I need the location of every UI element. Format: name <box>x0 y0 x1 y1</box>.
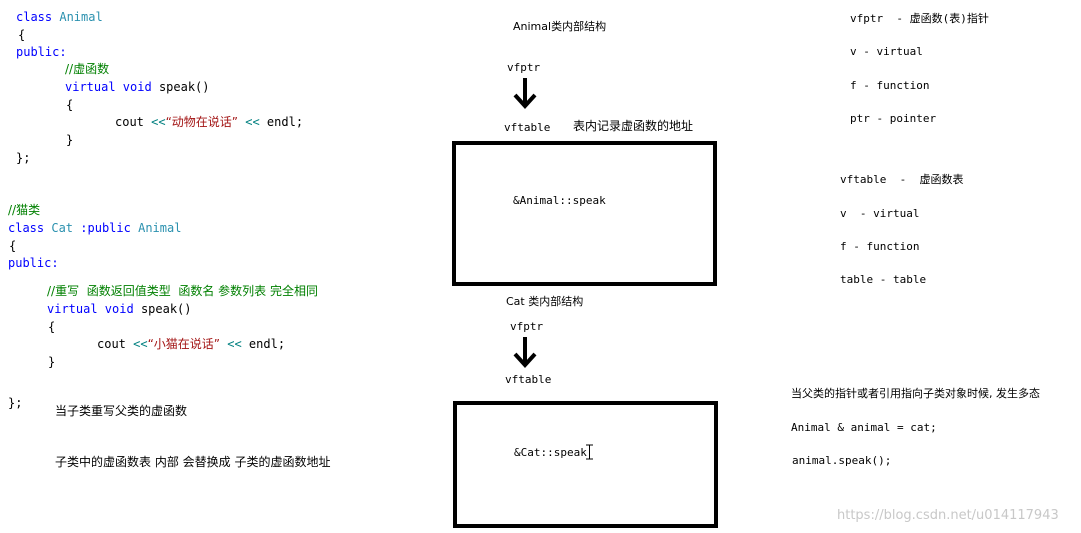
glossary-vftable: vftable - 虚函数表 <box>840 173 964 186</box>
cat-cout-line: cout <<“小猫在说话” << endl; <box>97 338 285 350</box>
glossary-f-function: f - function <box>850 79 930 92</box>
text-cursor-icon <box>586 444 593 460</box>
cat-structure-title: Cat 类内部结构 <box>506 295 584 308</box>
animal-vftable-label: vftable <box>504 121 551 134</box>
animal-cout-line: cout <<“动物在说话” << endl; <box>115 116 303 128</box>
polymorphism-code-2: animal.speak(); <box>792 454 892 467</box>
keyword-class: class <box>16 10 53 24</box>
watermark: https://blog.csdn.net/u014117943 <box>837 508 1059 523</box>
base-class-animal: Animal <box>138 221 182 235</box>
cout: cout <box>97 337 134 351</box>
glossary-v-virtual-2: v - virtual <box>840 207 920 220</box>
polymorphism-note: 当父类的指针或者引用指向子类对象时候, 发生多态 <box>791 387 1040 400</box>
glossary-f-function-2: f - function <box>840 240 920 253</box>
class-name-cat: Cat <box>51 221 74 235</box>
glossary-table: table - table <box>840 273 927 286</box>
cat-vftable-box <box>453 401 718 528</box>
cout: cout <box>115 115 152 129</box>
down-arrow-icon <box>513 78 537 109</box>
func-speak: speak() <box>140 302 192 316</box>
animal-close-brace: }; <box>16 151 31 165</box>
glossary-vfptr: vfptr - 虚函数(表)指针 <box>850 12 989 25</box>
func-speak: speak() <box>158 80 210 94</box>
glossary-ptr-pointer: ptr - pointer <box>850 112 937 125</box>
animal-vftable-box <box>452 141 717 286</box>
animal-open-brace: { <box>18 28 26 42</box>
animal-public: public: <box>16 45 67 59</box>
vftable-note: 表内记录虚函数的地址 <box>573 119 694 133</box>
stream-op: << <box>227 337 242 351</box>
animal-vfptr-label: vfptr <box>507 61 541 74</box>
string-literal: “小猫在说话” <box>147 337 221 351</box>
down-arrow-icon <box>513 337 537 368</box>
cat-speak-decl: virtual void speak() <box>47 303 192 315</box>
keyword-virtual-void: virtual void <box>65 80 152 94</box>
cat-vfptr-label: vfptr <box>510 320 544 333</box>
stream-op: << <box>151 115 166 129</box>
cat-speak-open: { <box>48 320 56 334</box>
cat-close-brace: }; <box>8 396 23 410</box>
animal-structure-title: Animal类内部结构 <box>513 20 607 33</box>
note-vtable-replace: 子类中的虚函数表 内部 会替换成 子类的虚函数地址 <box>55 455 331 469</box>
class-name-animal: Animal <box>59 10 103 24</box>
keyword-public: :public <box>80 221 131 235</box>
cat-open-brace: { <box>9 239 17 253</box>
glossary-v-virtual: v - virtual <box>850 45 923 58</box>
comment-cat-class: //猫类 <box>8 203 41 217</box>
animal-speak-open: { <box>66 98 74 112</box>
comment-override: //重写 函数返回值类型 函数名 参数列表 完全相同 <box>47 284 318 298</box>
cat-speak-close: } <box>48 355 56 369</box>
polymorphism-code-1: Animal & animal = cat; <box>791 421 937 434</box>
animal-vftable-entry: &Animal::speak <box>513 194 606 207</box>
cat-vftable-entry: &Cat::speak <box>514 446 587 459</box>
cat-class-line: class Cat :public Animal <box>8 222 181 234</box>
keyword-virtual-void: virtual void <box>47 302 134 316</box>
comment-virtual-function: //虚函数 <box>65 62 110 76</box>
note-override: 当子类重写父类的虚函数 <box>55 404 188 418</box>
cat-public: public: <box>8 256 59 270</box>
stream-op: << <box>133 337 148 351</box>
animal-speak-close: } <box>66 133 74 147</box>
endl: endl; <box>241 337 286 351</box>
keyword-class: class <box>8 221 45 235</box>
stream-op: << <box>245 115 260 129</box>
animal-speak-decl: virtual void speak() <box>65 81 210 93</box>
string-literal: “动物在说话” <box>165 115 239 129</box>
animal-class-line: class Animal <box>16 11 103 23</box>
cat-vftable-label: vftable <box>505 373 552 386</box>
endl: endl; <box>259 115 304 129</box>
